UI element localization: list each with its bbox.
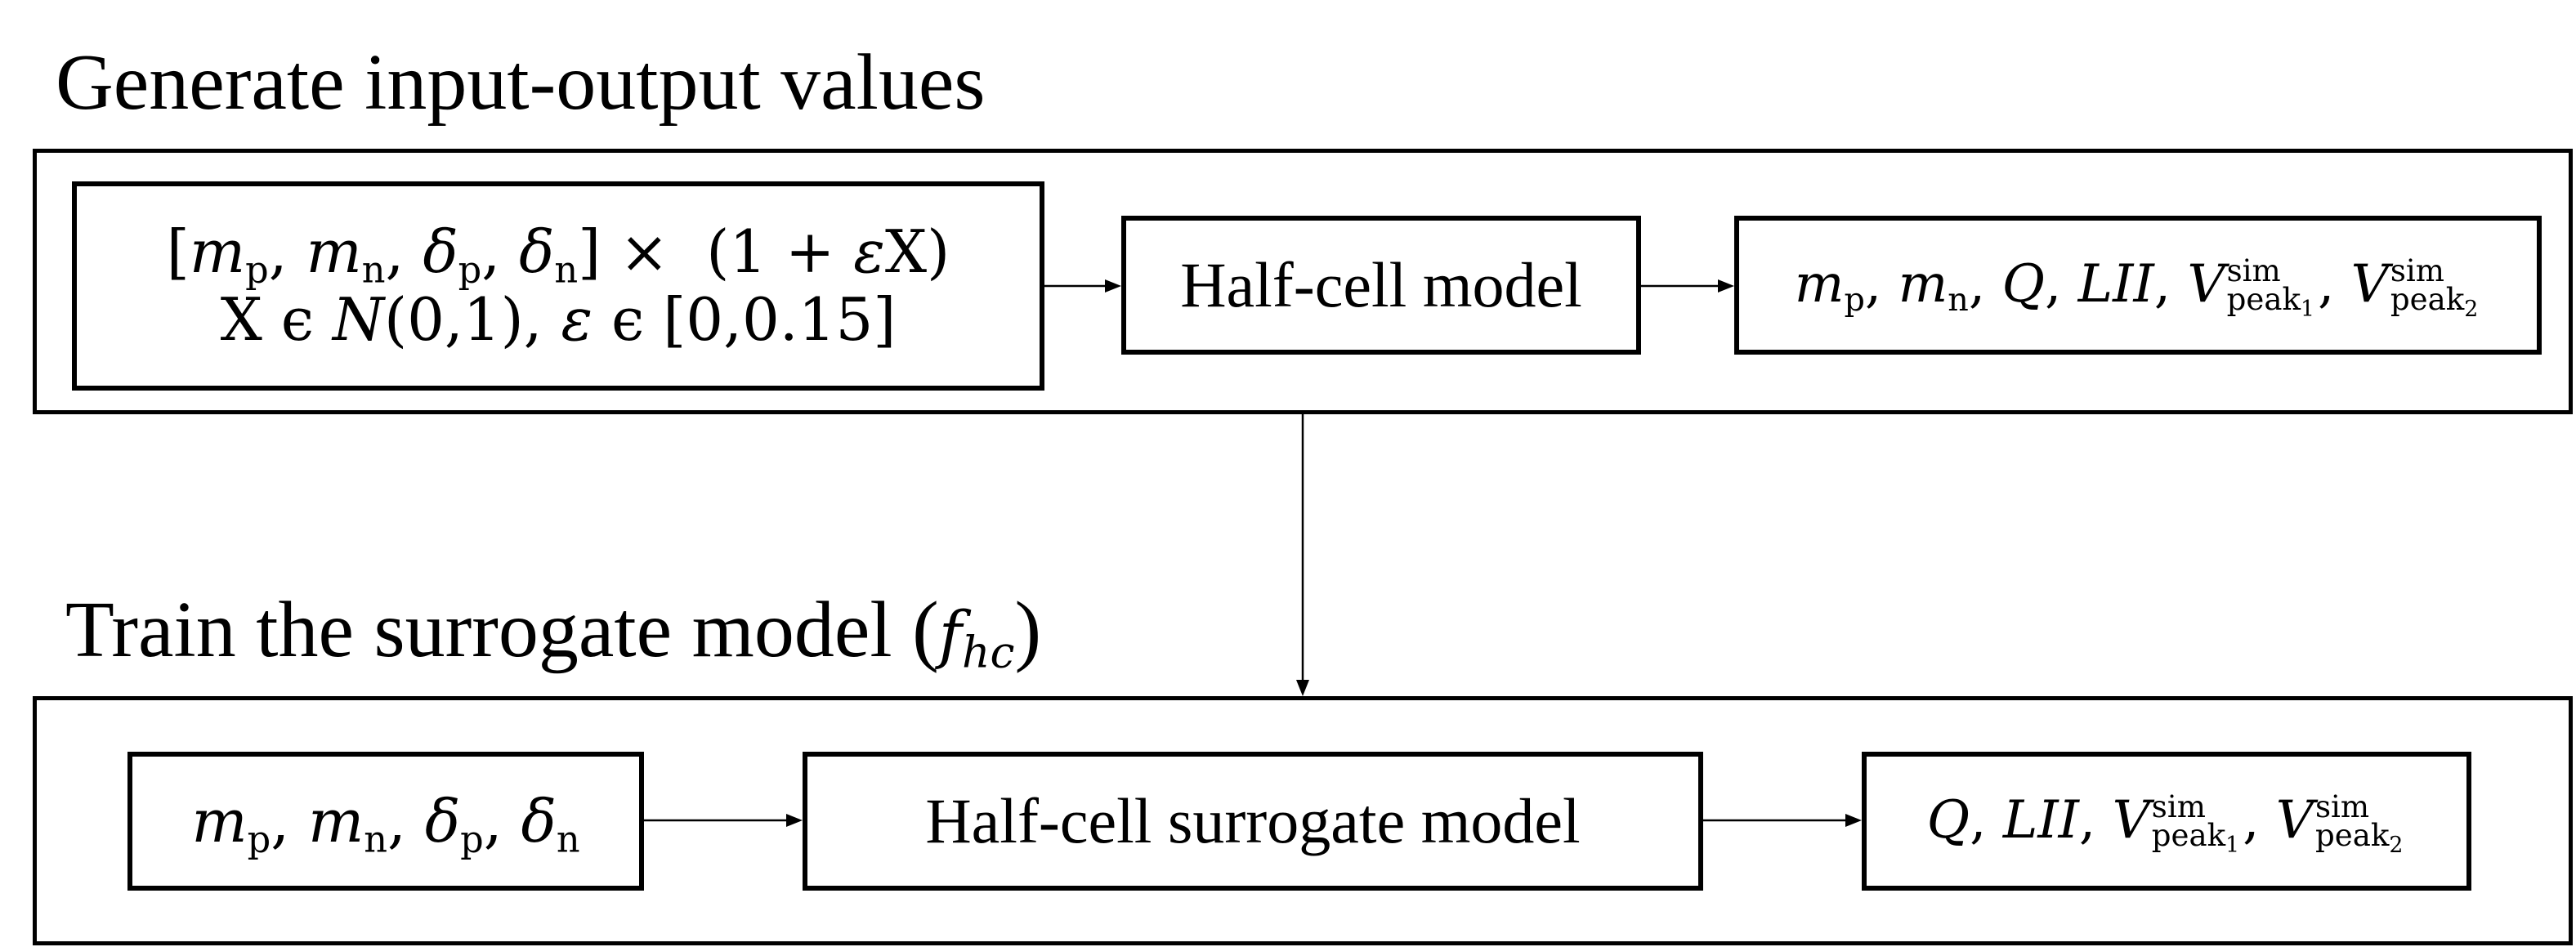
bottom-panel	[33, 696, 2573, 945]
title-paren-close: )	[1014, 586, 1042, 674]
bottom-input-formula: mp, mn, δp, δn	[191, 786, 580, 861]
surrogate-symbol-f: f	[938, 599, 963, 672]
title-paren-open: (	[912, 586, 939, 674]
half-cell-model-box: Half-cell model	[1121, 216, 1641, 355]
top-panel	[33, 149, 2573, 414]
arrowhead-5	[1845, 814, 1862, 827]
half-cell-model-label: Half-cell model	[1180, 249, 1582, 320]
arrowhead-1	[1105, 279, 1121, 293]
surrogate-symbol-sub: hc	[962, 626, 1015, 678]
bottom-section-title: Train the surrogate model (fhc)	[65, 590, 1041, 674]
top-section-title: Generate input-output values	[56, 42, 986, 123]
bottom-input-box: mp, mn, δp, δn	[127, 752, 644, 891]
bottom-section-title-text: Train the surrogate model	[65, 586, 892, 674]
input-scaling-formula: [mp, mn, δp, δn] × (1 + εX)	[166, 217, 950, 292]
surrogate-model-label: Half-cell surrogate model	[925, 785, 1581, 856]
top-input-box: [mp, mn, δp, δn] × (1 + εX) X ϵ N(0,1), …	[72, 181, 1044, 391]
arrowhead-2	[1718, 279, 1734, 293]
input-distribution-formula: X ϵ N(0,1), ε ϵ [0,0.15]	[220, 285, 897, 354]
arrowhead-4	[786, 814, 803, 827]
surrogate-model-box: Half-cell surrogate model	[803, 752, 1703, 891]
arrowhead-3	[1296, 680, 1309, 696]
top-section-title-text: Generate input-output values	[56, 38, 986, 127]
surrogate-symbol: fhc	[938, 599, 1015, 673]
